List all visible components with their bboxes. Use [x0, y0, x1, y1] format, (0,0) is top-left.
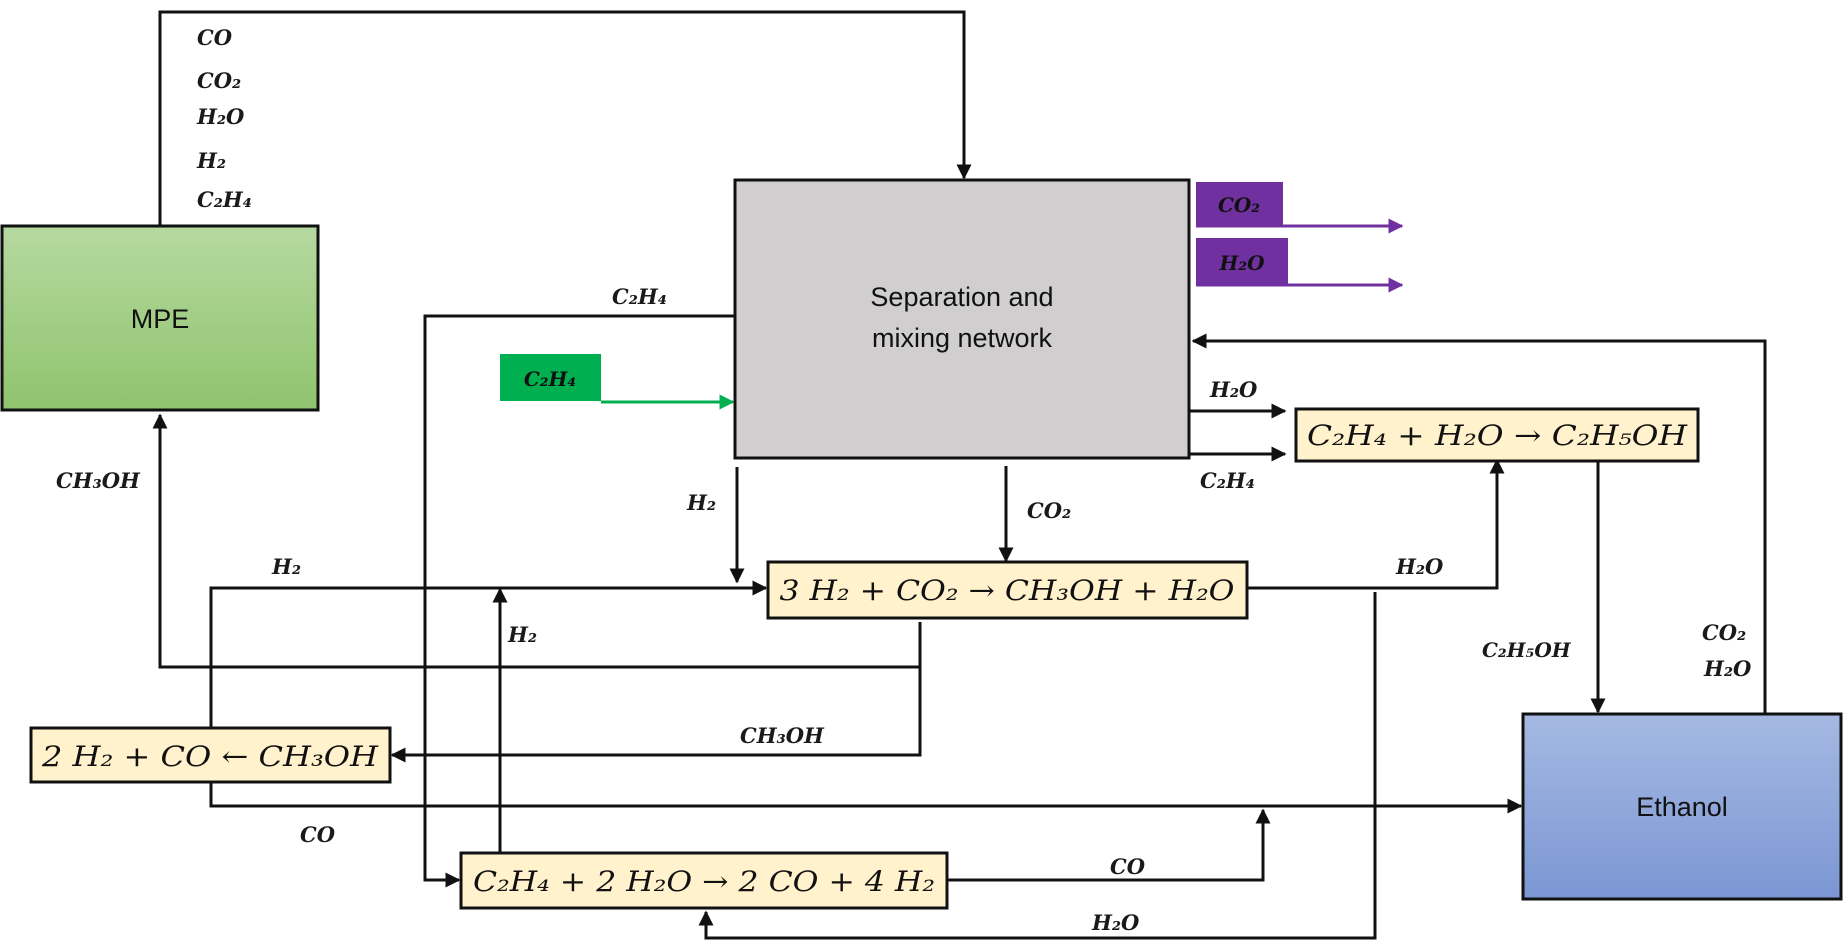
co-to-ethanol-line	[209, 758, 1523, 814]
ethanol-co2-label: CO₂	[1702, 620, 1746, 645]
h2o-methanol-line	[1248, 458, 1505, 590]
ethanol-h2o-label: H₂O	[1703, 656, 1752, 681]
h2-sep-label: H₂	[686, 490, 716, 515]
h2-left-label: H₂	[271, 554, 301, 579]
h2o-to-hydration-label: H₂O	[1209, 377, 1258, 402]
mpe-output-h2: H₂	[196, 148, 226, 173]
separation-label-line2: mixing network	[872, 323, 1053, 353]
c2h4-recycle-label: C₂H₄	[612, 284, 667, 309]
h2-reform-label: H₂	[507, 622, 537, 647]
ch3oh-branch-line	[390, 622, 922, 763]
methanol-reaction-text: 3 H₂ + CO₂ → CH₃OH + H₂O	[780, 574, 1235, 607]
mpe-output-co: CO	[197, 25, 233, 50]
mpe-node: MPE	[0, 224, 320, 412]
h2o-out-label: H₂O	[1218, 251, 1265, 275]
ethanol-label: Ethanol	[1636, 792, 1728, 822]
c2h4-recycle-line	[423, 314, 735, 888]
h2o-out-tag: H₂O	[1196, 238, 1288, 285]
mpe-output-c2h4: C₂H₄	[197, 187, 252, 212]
c2h4-to-hydration-label: C₂H₄	[1200, 468, 1255, 493]
ch3oh-decomp-label: CH₃OH	[740, 723, 825, 748]
mpe-to-separation-line	[158, 10, 972, 226]
co2-out-label: CO₂	[1218, 193, 1260, 217]
ch3oh-to-mpe-label: CH₃OH	[56, 468, 141, 493]
hydration-reaction-text: C₂H₄ + H₂O → C₂H₅OH	[1307, 419, 1688, 452]
c2h5oh-label: C₂H₅OH	[1482, 638, 1572, 662]
reforming-reaction-text: C₂H₄ + 2 H₂O → 2 CO + 4 H₂	[473, 865, 935, 898]
decomposition-reaction-text: 2 H₂ + CO ← CH₃OH	[41, 740, 379, 773]
h2o-bottom-line	[698, 592, 1377, 940]
methanol-reactor: 3 H₂ + CO₂ → CH₃OH + H₂O	[766, 560, 1249, 620]
ethanol-node: Ethanol	[1521, 712, 1843, 901]
mpe-output-co2: CO₂	[197, 68, 241, 93]
co2-out-tag: CO₂	[1196, 182, 1283, 226]
co-reform-label: CO	[1110, 854, 1146, 879]
ethanol-recycle-line	[1191, 333, 1767, 714]
co-left-label: CO	[300, 822, 336, 847]
h2o-bottom-label: H₂O	[1091, 910, 1140, 935]
mpe-output-list: CO CO₂ H₂O H₂ C₂H₄	[196, 25, 252, 212]
mpe-label: MPE	[131, 304, 190, 334]
ch3oh-to-mpe-line	[152, 413, 920, 669]
c2h4-feed-label: C₂H₄	[524, 367, 576, 391]
separation-label-line1: Separation and	[870, 282, 1053, 312]
h2o-methanol-label: H₂O	[1395, 554, 1444, 579]
decomposition-reactor: 2 H₂ + CO ← CH₃OH	[29, 726, 392, 784]
co2-sep-label: CO₂	[1027, 498, 1071, 523]
hydration-reactor: C₂H₄ + H₂O → C₂H₅OH	[1294, 407, 1700, 463]
separation-node: Separation and mixing network	[733, 178, 1191, 460]
co-reform-line	[948, 808, 1271, 882]
reforming-reactor: C₂H₄ + 2 H₂O → 2 CO + 4 H₂	[459, 851, 949, 910]
mpe-output-h2o: H₂O	[196, 104, 245, 129]
c2h4-feed-tag: C₂H₄	[500, 354, 601, 401]
